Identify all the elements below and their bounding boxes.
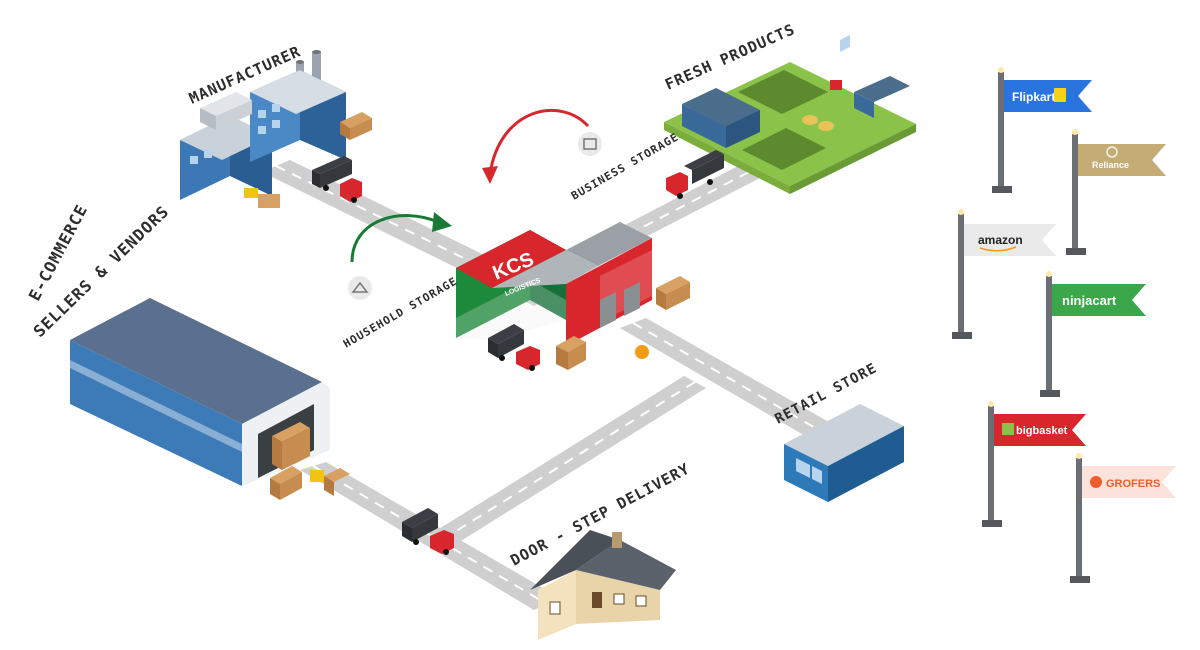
road-line bbox=[312, 465, 548, 605]
reliance-logo-icon bbox=[1106, 146, 1118, 158]
household-storage-arrow-head bbox=[432, 212, 452, 232]
flag-bigbasket: bigbasket bbox=[982, 401, 1086, 527]
business-storage-arrow bbox=[488, 109, 590, 175]
road-line bbox=[632, 322, 839, 442]
door-step-house bbox=[530, 530, 676, 640]
flag-reliance: Reliance bbox=[1066, 129, 1166, 255]
road-line bbox=[444, 381, 696, 539]
flag-cloth bbox=[994, 414, 1086, 446]
flag-label: amazon bbox=[978, 233, 1023, 247]
flag-cloth bbox=[1078, 144, 1166, 176]
ecommerce-warehouse bbox=[70, 298, 350, 500]
truck bbox=[666, 150, 724, 199]
flag-cloth bbox=[1004, 80, 1092, 112]
fresh-products-farm bbox=[664, 62, 916, 194]
amazon-smile-icon bbox=[979, 246, 1017, 252]
business-storage-arrow-head bbox=[482, 166, 498, 184]
flag-cloth bbox=[964, 224, 1056, 256]
truck bbox=[312, 156, 362, 203]
flag-label: GROFERS bbox=[1106, 478, 1160, 490]
household-storage-arrow bbox=[350, 214, 439, 263]
grofers-logo-icon bbox=[1090, 476, 1102, 488]
flipkart-bag-icon bbox=[1054, 88, 1066, 102]
truck bbox=[402, 508, 454, 555]
bigbasket-logo-icon bbox=[1002, 423, 1014, 435]
flag-cloth bbox=[1052, 284, 1146, 316]
flag-label: bigbasket bbox=[1016, 425, 1068, 437]
flag-cloth bbox=[1082, 466, 1176, 498]
flag-flipkart: Flipkart bbox=[992, 67, 1092, 193]
central-hub-warehouse bbox=[456, 222, 690, 370]
road-line bbox=[275, 165, 548, 300]
business-storage-icon bbox=[578, 132, 602, 156]
flag-label: Flipkart bbox=[1012, 90, 1055, 104]
flag-amazon: amazon bbox=[952, 209, 1056, 339]
flag-label: ninjacart bbox=[1062, 293, 1117, 308]
flag-label: Reliance bbox=[1092, 160, 1129, 170]
manufacturer-factory bbox=[180, 50, 372, 208]
household-storage-icon bbox=[348, 276, 372, 300]
flag-ninjacart: ninjacart bbox=[1040, 271, 1146, 397]
retail-store-building bbox=[784, 34, 904, 502]
flag-grofers: GROFERS bbox=[1070, 453, 1176, 583]
truck bbox=[488, 324, 540, 371]
